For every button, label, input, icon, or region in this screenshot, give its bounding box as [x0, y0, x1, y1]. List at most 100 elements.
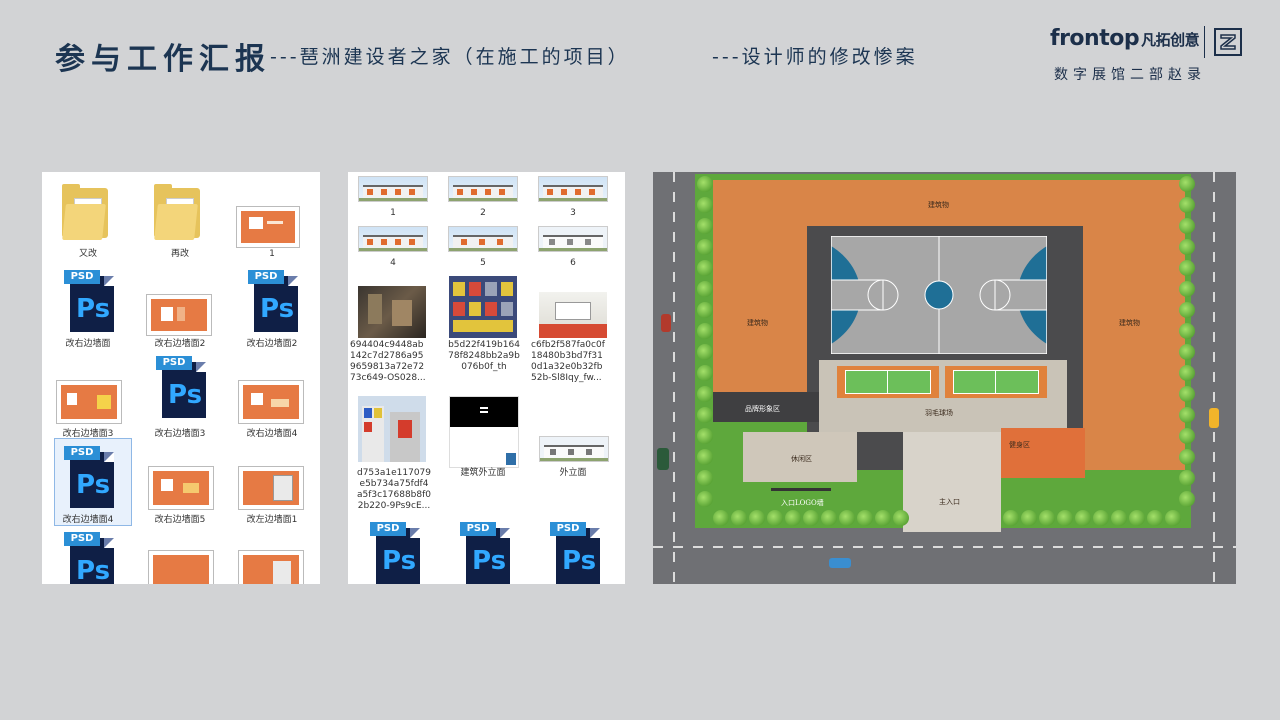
folder-item[interactable]: 又改 [42, 176, 134, 262]
psd-file-icon[interactable]: PSD Ps [460, 522, 512, 584]
tree-icon [697, 386, 713, 402]
tree-icon [697, 449, 713, 465]
tree-icon [1093, 510, 1109, 526]
psd-item[interactable]: PSD Ps 改右边墙面3 [134, 356, 226, 442]
building-label: 建筑物 [1119, 319, 1140, 327]
image-item[interactable]: 改右边墙面2 [134, 266, 226, 352]
psd-item[interactable]: PSD Ps 改右边墙面2 [226, 266, 318, 352]
image-item[interactable]: 改右边墙面4 [226, 356, 318, 442]
logo-wall [771, 488, 831, 491]
tree-icon [697, 428, 713, 444]
psd-item[interactable]: PSD Ps [42, 528, 134, 584]
image-thumbnail [148, 466, 214, 510]
psd-file-icon: PSD Ps [156, 356, 208, 420]
car [657, 448, 669, 470]
road-lane-marking [653, 546, 1236, 548]
area-label: 健身区 [1009, 441, 1030, 449]
tree-icon [803, 510, 819, 526]
photo-thumbnail[interactable] [449, 276, 517, 338]
tree-icon [697, 365, 713, 381]
tree-icon [1179, 470, 1195, 486]
file-label: 改右边墙面5 [154, 515, 206, 525]
tree-icon [1179, 407, 1195, 423]
brand-image-area [713, 392, 819, 422]
tree-icon [767, 510, 783, 526]
tree-icon [1179, 197, 1195, 213]
psd-item[interactable]: PSD Ps 改右边墙面 [42, 266, 134, 352]
file-label: 1 [390, 208, 396, 218]
facade-thumbnail[interactable] [539, 436, 609, 462]
building-right [1083, 180, 1185, 470]
image-item[interactable]: 1 [226, 176, 318, 262]
file-label: 改右边墙面3 [154, 429, 206, 439]
facade-thumbnail[interactable] [358, 226, 428, 252]
fitness-area [1001, 428, 1085, 478]
image-thumbnail [238, 550, 304, 584]
image-item[interactable]: 改左边墙面1 [226, 442, 318, 528]
file-label: 改左边墙面1 [246, 515, 298, 525]
tree-icon [697, 470, 713, 486]
image-thumbnail [236, 206, 300, 248]
building-label: 建筑物 [928, 201, 949, 209]
tree-icon [785, 510, 801, 526]
tree-icon [749, 510, 765, 526]
facade-thumbnail[interactable] [358, 176, 428, 202]
file-label: 改右边墙面3 [62, 429, 114, 439]
facade-thumbnail[interactable] [448, 176, 518, 202]
psd-file-icon: PSD Ps [64, 532, 116, 584]
folder-item[interactable]: 再改 [134, 176, 226, 262]
road-lane-marking [1213, 172, 1215, 584]
tree-icon [893, 510, 909, 526]
tree-icon [1179, 386, 1195, 402]
tree-icon [1057, 510, 1073, 526]
tree-icon [1179, 449, 1195, 465]
psd-file-icon: PSD Ps [248, 270, 300, 334]
image-thumbnail [238, 466, 304, 510]
psd-file-icon[interactable]: PSD Ps [550, 522, 602, 584]
image-item[interactable]: 改右边墙面5 [134, 442, 226, 528]
site-plan-panel: 建筑物 建筑物 建筑物 羽毛球场 品牌形象区 休闲区 入口LOGO墙 主入口 健… [653, 172, 1236, 584]
area-label: 主入口 [939, 498, 960, 506]
psd-file-icon[interactable]: PSD Ps [370, 522, 422, 584]
main-entrance-plaza [903, 432, 1001, 532]
tree-icon [857, 510, 873, 526]
file-label: 1 [269, 249, 275, 259]
rest-area [743, 432, 857, 482]
brand-logo-en: frontop [1050, 26, 1140, 51]
photo-thumbnail[interactable] [358, 286, 426, 338]
photo-thumbnail[interactable] [539, 292, 607, 338]
tree-icon [1165, 510, 1181, 526]
car [1209, 408, 1219, 428]
tree-icon [1147, 510, 1163, 526]
tree-icon [697, 491, 713, 507]
image-item[interactable] [226, 528, 318, 584]
photo-thumbnail[interactable] [449, 396, 519, 468]
facade-thumbnail[interactable] [538, 176, 608, 202]
image-thumbnail [148, 550, 214, 584]
file-label: 5 [480, 258, 486, 268]
photo-thumbnail[interactable] [358, 396, 426, 462]
facade-thumbnail[interactable] [538, 226, 608, 252]
brand-department: 数字展馆二部赵录 [1054, 67, 1206, 83]
image-thumbnail [146, 294, 212, 336]
psd-item[interactable]: PSD Ps 改右边墙面4 [42, 442, 134, 528]
tree-icon [697, 323, 713, 339]
facade-thumbnail[interactable] [448, 226, 518, 252]
psd-file-icon: PSD Ps [64, 446, 116, 510]
tree-icon [1179, 176, 1195, 192]
tree-icon [697, 197, 713, 213]
image-item[interactable] [134, 528, 226, 584]
image-item[interactable]: 改右边墙面3 [42, 356, 134, 442]
file-label: 又改 [78, 249, 97, 259]
file-label: 改右边墙面2 [154, 339, 206, 349]
image-thumbnail [238, 380, 304, 424]
tree-icon [1179, 428, 1195, 444]
tree-icon [1129, 510, 1145, 526]
file-explorer-panel[interactable]: 又改 再改 1 PSD Ps 改右边墙面 改右边墙面2 PSD Ps 改右 [42, 172, 320, 584]
